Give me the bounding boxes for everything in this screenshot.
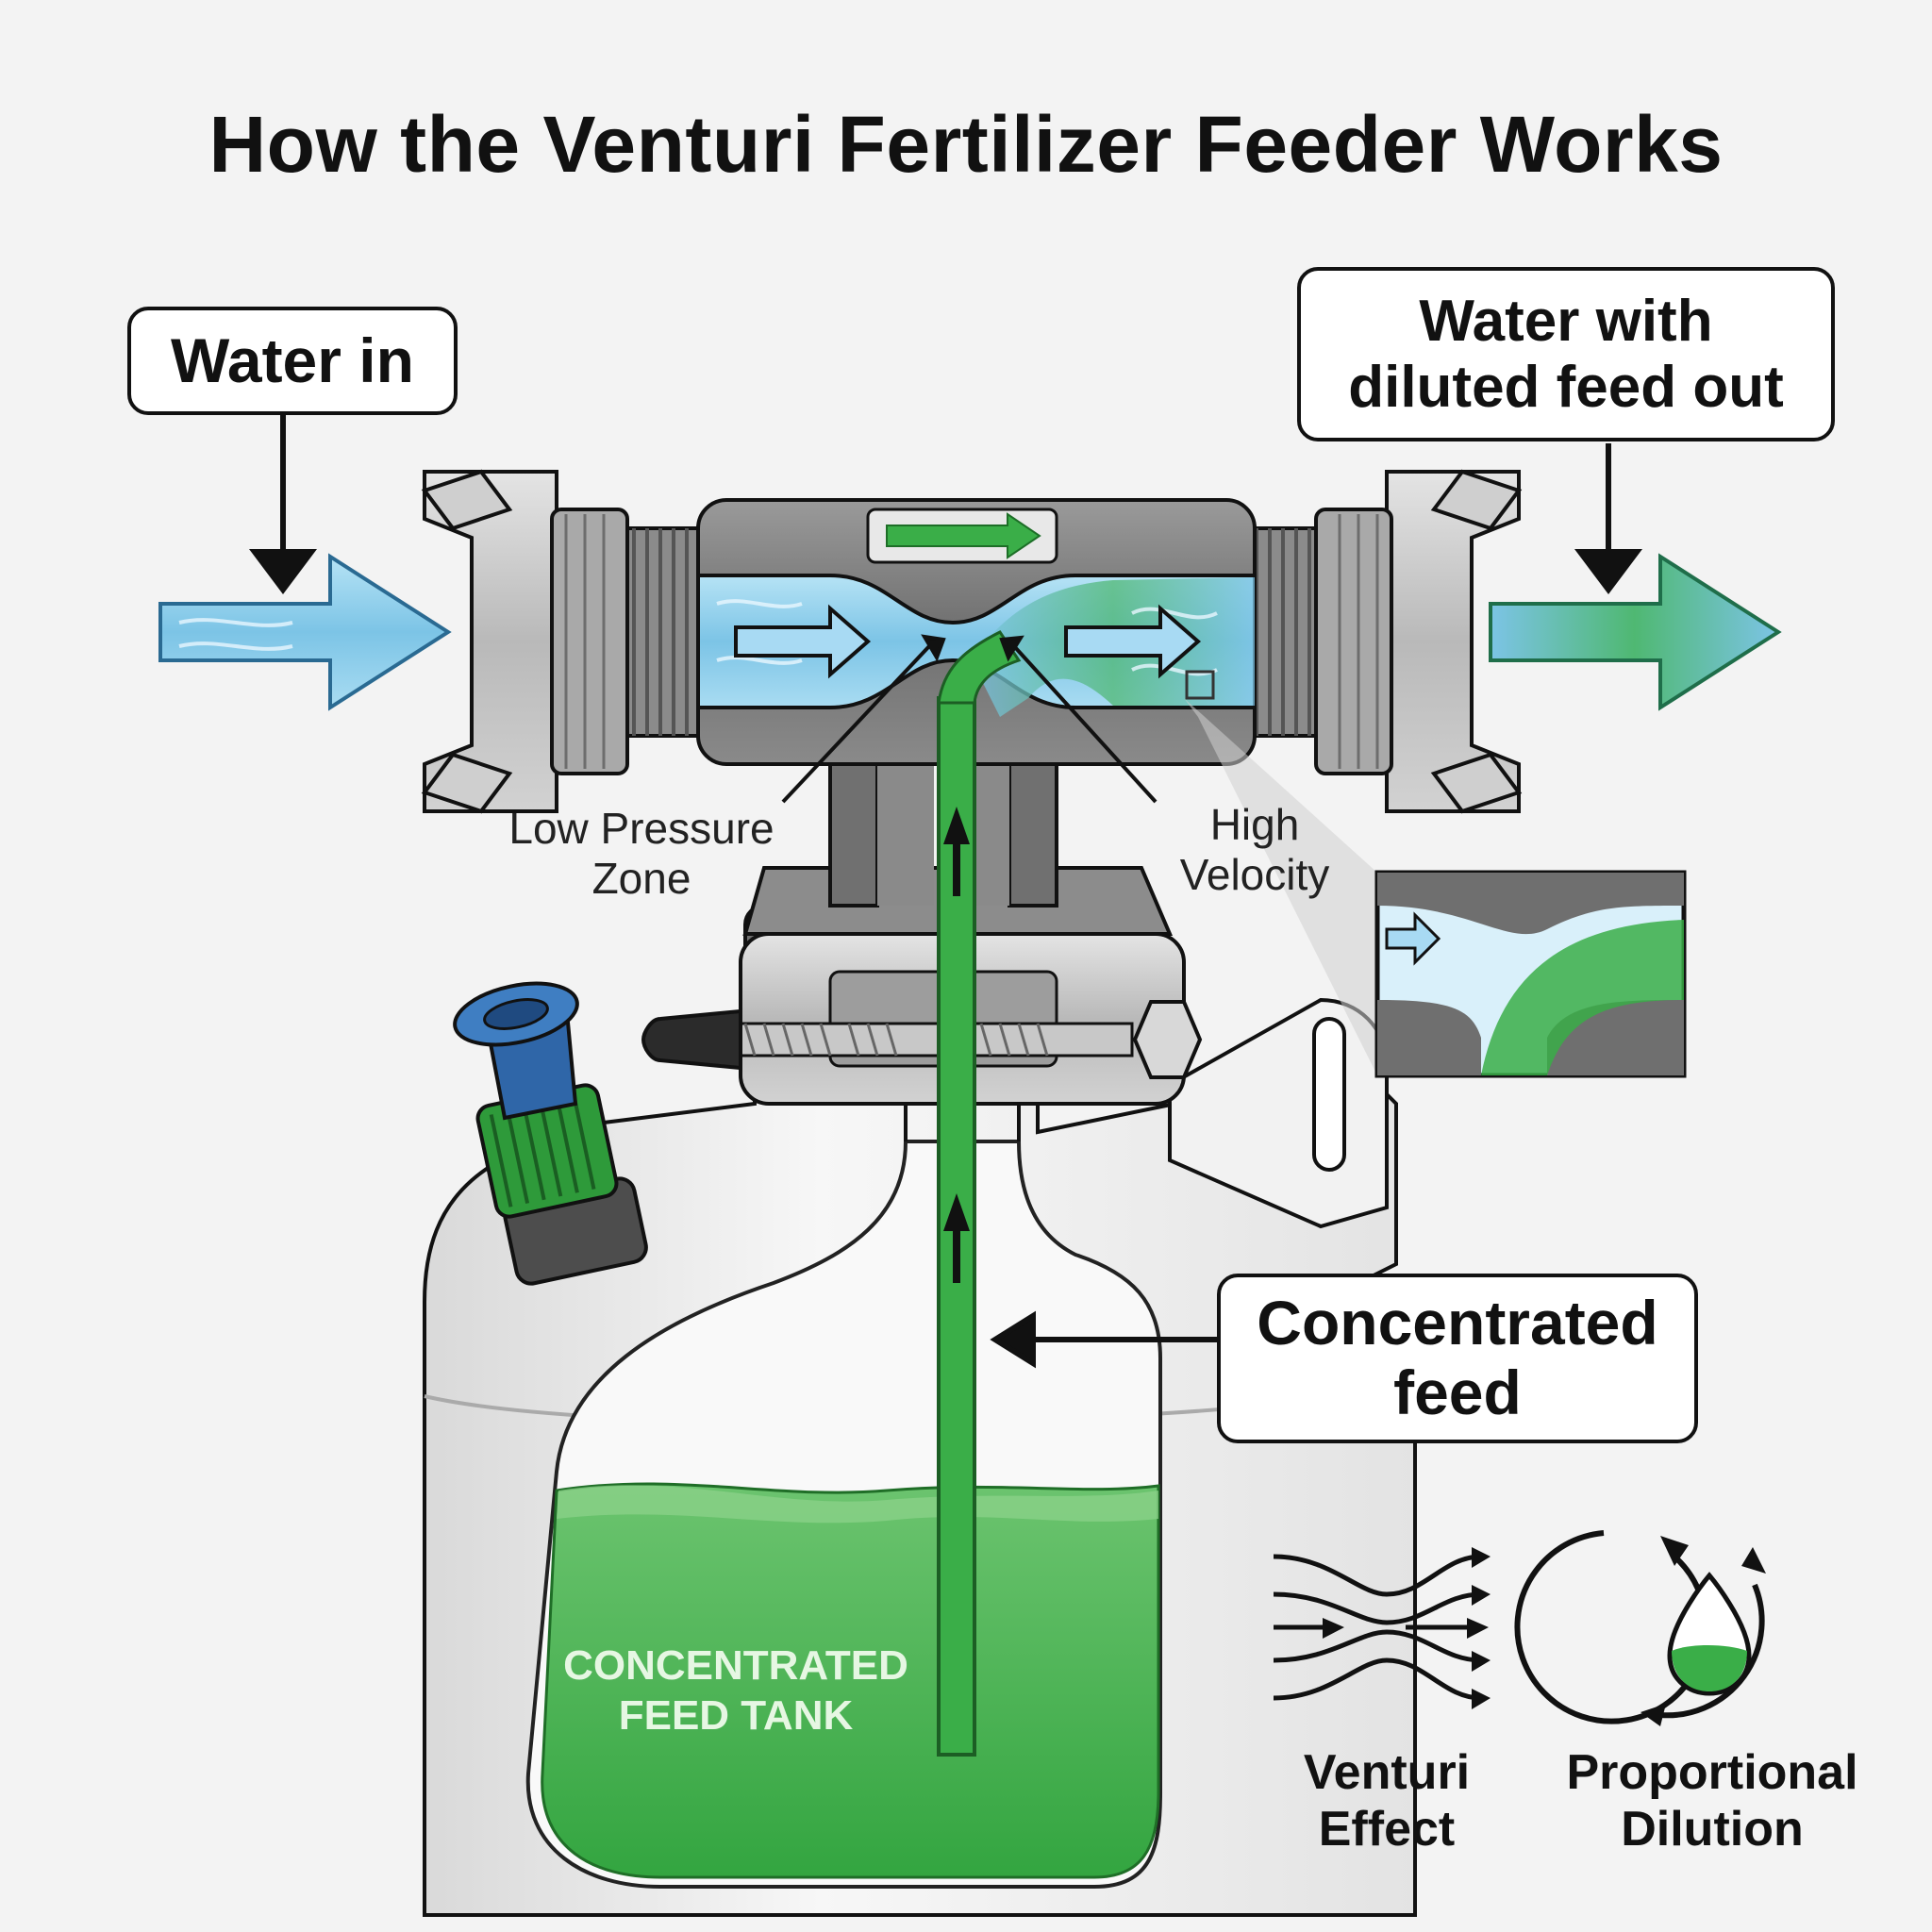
tank-vent-cap xyxy=(453,981,648,1286)
proportional-dilution-line2: Dilution xyxy=(1621,1801,1804,1857)
concentrated-feed-callout: Concentrated feed xyxy=(1217,1274,1698,1443)
low-pressure-zone-label: Low Pressure Zone xyxy=(476,804,807,904)
tank-label-line1: CONCENTRATED xyxy=(563,1642,908,1689)
venturi-effect-line1: Venturi xyxy=(1303,1745,1471,1800)
water-out-label-line2: diluted feed out xyxy=(1348,354,1784,420)
tank-label: CONCENTRATED FEED TANK xyxy=(528,1641,943,1741)
venturi-pipe xyxy=(621,498,1323,766)
suction-tube xyxy=(937,630,1022,1757)
proportional-dilution-line1: Proportional xyxy=(1566,1745,1858,1800)
water-out-label-line1: Water with xyxy=(1419,289,1713,355)
venturi-effect-line2: Effect xyxy=(1318,1801,1456,1857)
water-in-label: Water in xyxy=(171,325,414,395)
label-leaders xyxy=(781,634,1158,804)
high-velocity-label: High Velocity xyxy=(1146,800,1363,900)
venturi-effect-arrowheads xyxy=(1323,1547,1491,1709)
high-velocity-line2: Velocity xyxy=(1179,849,1330,899)
page-title: How the Venturi Fertilizer Feeder Works xyxy=(208,100,1724,189)
inlet-coupling xyxy=(421,469,629,814)
outlet-flow-arrow xyxy=(1489,553,1782,711)
low-pressure-line2: Zone xyxy=(591,853,691,903)
zoom-inset xyxy=(1184,698,1687,1078)
feed-tank xyxy=(423,997,1417,1917)
concentrated-feed-label-line1: Concentrated xyxy=(1257,1288,1658,1358)
callout-pointers xyxy=(249,415,1642,1369)
concentrated-feed-label-line2: feed xyxy=(1393,1357,1522,1427)
high-velocity-line1: High xyxy=(1209,800,1300,849)
tank-cap-and-clamp xyxy=(641,866,1203,1141)
venturi-effect-legend: Venturi Effect xyxy=(1264,1745,1509,1858)
tank-label-line2: FEED TANK xyxy=(618,1691,854,1739)
low-pressure-line1: Low Pressure xyxy=(508,804,774,853)
inlet-flow-arrow xyxy=(158,553,452,711)
outlet-coupling xyxy=(1314,469,1523,814)
water-in-callout: Water in xyxy=(127,307,458,415)
venturi-effect-icon xyxy=(1273,1554,1482,1701)
proportional-dilution-icon xyxy=(1514,1530,1766,1726)
water-out-callout: Water with diluted feed out xyxy=(1297,267,1835,441)
proportional-dilution-legend: Proportional Dilution xyxy=(1547,1745,1877,1858)
